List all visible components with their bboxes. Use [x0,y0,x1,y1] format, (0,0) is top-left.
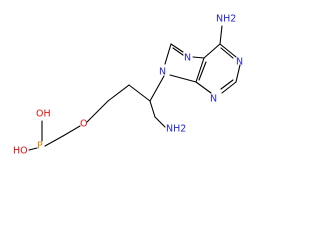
atom-n7: N [184,53,191,64]
bond-c8-n7-double [172,47,184,56]
bond-c6-n1 [219,43,237,58]
bond-n9-c4 [169,74,197,83]
bond-n1-c2 [235,64,241,83]
bond-ch2-nh2 [154,116,166,128]
atom-nh2-bottom: NH2 [166,124,186,135]
atom-p: P [37,141,43,152]
structure-svg: NH2 N N N N O P OH HO NH2 [13,14,243,157]
bond-c2-c1 [107,84,130,102]
atom-n9: N [159,67,166,78]
atom-oh-top: OH [36,109,51,120]
atom-n1: N [236,57,243,68]
bond-ch-c2 [128,84,151,102]
atom-o-ether: O [80,119,87,130]
atom-layer: NH2 N N N N O P OH HO NH2 [13,14,243,157]
bond-c5-c4 [195,57,205,83]
bond-ch2-p [44,135,64,147]
bond-p-oh-bottom [28,147,38,151]
bond-c5-c6 [203,43,221,59]
bond-n7-c5 [192,56,205,59]
bond-layer [28,25,241,151]
bond-n9-ch [149,75,165,102]
atom-nh2-top: NH2 [216,14,236,25]
bond-ch-ch2n [149,100,156,118]
bond-c2-n3 [221,81,237,94]
bond-n3-c4 [195,81,212,94]
molecule-diagram: NH2 N N N N O P OH HO NH2 [13,14,243,157]
bond-c8-n9 [164,43,172,65]
atom-n3: N [210,94,217,105]
bond-c6-n1-double [220,47,234,59]
bond-c5-c4-double [198,61,207,81]
bond-c1-o [86,100,109,123]
bond-o-ch2 [62,125,81,137]
atom-oh-bottom: HO [13,146,28,157]
bond-c2-n3-double [220,79,234,90]
bond-c8-n7 [170,43,184,53]
bond-c6-nh2 [219,25,223,45]
